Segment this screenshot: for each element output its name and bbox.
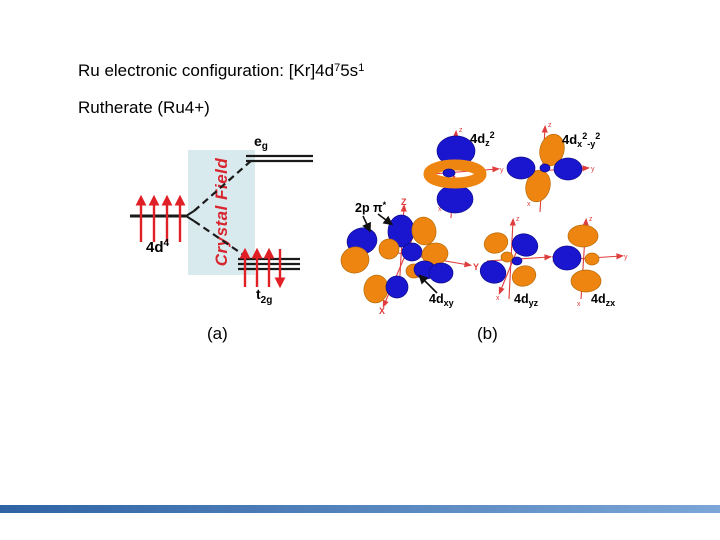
orbital-lobe-blue	[428, 262, 454, 284]
label-base: e	[254, 133, 262, 149]
caption-b: (b)	[477, 324, 498, 343]
orbital-lobe-orange	[500, 251, 514, 263]
title-superscript-7: 7	[334, 62, 341, 74]
annotation-arrow	[418, 274, 438, 294]
orbital-label-dz2: 4dz2	[470, 130, 495, 148]
label-subscript: x	[577, 139, 582, 149]
label-subscript: xy	[444, 298, 454, 308]
orbital-lobe-blue	[436, 184, 474, 214]
label-base: 4d	[514, 292, 529, 306]
z-axis-label: z	[589, 216, 593, 223]
dashed-split-upper	[193, 159, 253, 212]
t2g-level-label: t2g	[256, 286, 272, 306]
z-axis-label: z	[548, 122, 552, 129]
eg-level-lines	[246, 154, 313, 163]
label-subscript: yz	[529, 298, 539, 308]
label-superscript: *	[383, 200, 387, 210]
orbital-dxy-complex-group: Z Y X 2p π* 4dxy	[340, 197, 479, 316]
label-superscript: 2	[582, 131, 587, 141]
title-text: Ru electronic configuration: [Kr]4d	[78, 61, 335, 80]
x-axis-label: X	[379, 306, 385, 316]
caption-a: (a)	[207, 324, 228, 343]
orbital-lobe-orange	[567, 224, 599, 248]
x-axis-label: x	[496, 295, 500, 302]
label-base: 4d	[146, 239, 164, 256]
orbital-lobe-blue	[553, 157, 583, 181]
free-ion-level-label: 4d4	[146, 238, 170, 256]
label-subscript: -y	[587, 139, 595, 149]
ligand-2p-lobe-blue	[385, 275, 409, 299]
orbital-label-dzx: 4dzx	[591, 292, 615, 308]
crystal-field-label: Crystal Field	[212, 158, 231, 267]
orbital-label-dx2y2: 4dx2-y2	[562, 131, 600, 149]
pi-star-label: 2p π*	[355, 200, 387, 215]
label-base: 4d	[562, 132, 577, 147]
y-axis-label: y	[624, 254, 628, 261]
label-base: 4d	[470, 131, 485, 146]
orbital-lobe-blue	[442, 168, 456, 178]
x-axis-label: x	[577, 301, 581, 308]
y-axis-label: Y	[473, 262, 479, 272]
label-base: t	[256, 286, 261, 302]
title-superscript-1: 1	[358, 62, 365, 74]
z-axis-label: z	[459, 127, 463, 134]
title-text-5s: 5s	[340, 61, 359, 80]
label-base: 4d	[429, 292, 444, 306]
orbital-label-dyz: 4dyz	[514, 292, 539, 308]
label-base: 4d	[591, 292, 606, 306]
orbital-lobe-orange	[584, 252, 600, 266]
orbital-label-dxy: 4dxy	[429, 292, 454, 308]
orbital-lobe-orange	[378, 238, 400, 260]
annotation-arrow	[377, 213, 394, 226]
label-subscript: g	[262, 141, 268, 152]
orbital-lobe-orange	[570, 269, 602, 293]
label-subscript: 2g	[261, 295, 273, 306]
level-split-branch	[185, 210, 195, 222]
title-line-2: Rutherate (Ru4+)	[78, 98, 210, 117]
slide-title: Ru electronic configuration: [Kr]4d75s1 …	[78, 61, 364, 117]
orbital-lobe-blue	[511, 256, 523, 266]
x-axis-label: x	[438, 206, 442, 213]
orbital-dyz-group: z y x 4dyz	[479, 216, 556, 308]
z-axis-label: z	[516, 216, 520, 223]
label-subscript: z	[485, 138, 490, 148]
orbital-lobe-blue	[479, 260, 507, 284]
z-axis-label: Z	[401, 197, 407, 207]
orbital-lobe-blue	[552, 245, 582, 271]
label-superscript: 2	[490, 130, 495, 140]
crystal-field-diagram: Crystal Field 4d4 eg t2g	[130, 133, 313, 306]
label-base: 2p π	[355, 201, 383, 215]
orbital-dzx-group: z y x 4dzx	[552, 216, 628, 308]
orbital-dz2-group: z y x 4dz2	[423, 127, 504, 219]
orbital-lobe-blue	[511, 233, 539, 257]
y-axis-label: y	[500, 167, 504, 174]
orbital-dx2y2-group: z y x 4dx2-y2	[506, 122, 600, 213]
orbital-lobe-blue	[506, 156, 536, 180]
ligand-2p-lobe-orange	[340, 246, 370, 274]
label-superscript: 2	[595, 131, 600, 141]
x-axis-label: x	[527, 201, 531, 208]
orbital-lobe-blue	[401, 242, 423, 262]
orbital-torus-orange	[423, 159, 487, 189]
label-superscript: 4	[164, 238, 170, 249]
y-axis-label: y	[591, 166, 595, 173]
bottom-accent-bar	[0, 505, 720, 513]
label-subscript: zx	[606, 298, 616, 308]
orbital-lobe-orange	[511, 265, 537, 287]
orbital-lobe-orange	[483, 232, 509, 254]
title-line-1: Ru electronic configuration: [Kr]4d75s1	[78, 61, 364, 80]
orbital-diagram: z y x 4dz2 z y x 4dx2-y2	[340, 122, 628, 316]
annotation-arrow	[362, 215, 371, 233]
orbital-lobe-blue	[539, 163, 551, 173]
orbital-lobe-orange	[411, 216, 437, 246]
eg-level-label: eg	[254, 133, 268, 152]
